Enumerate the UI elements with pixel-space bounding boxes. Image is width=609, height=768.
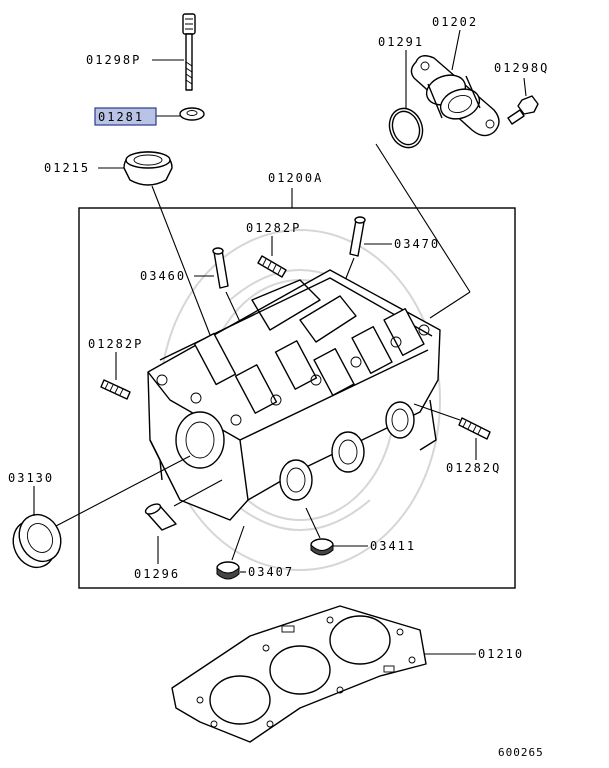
label-housing-gasket[interactable]: 01291 [378,35,424,49]
label-bolt-pin[interactable]: 01298P [86,53,141,67]
figure-code: 600265 [498,746,544,759]
label-housing-bolt[interactable]: 01298Q [494,61,549,75]
housing-part[interactable] [410,55,500,137]
plug-a-part[interactable] [310,538,334,556]
leader-oil-seal-to-head [55,455,191,527]
dowel-part[interactable] [144,502,177,531]
label-guide-left[interactable]: 03460 [140,269,186,283]
label-stud-top[interactable]: 01282P [246,221,301,235]
label-head-gasket[interactable]: 01210 [478,647,524,661]
washer-part[interactable] [179,107,205,121]
head-gasket-part[interactable] [171,605,427,743]
bolt-pin-part[interactable] [182,13,196,91]
assembly-frame [78,207,516,589]
label-housing[interactable]: 01202 [432,15,478,29]
seal-cap-part[interactable] [123,151,173,186]
leader-seal-cap-to-head [151,185,213,341]
plug-b-part[interactable] [216,561,240,580]
label-stud-left[interactable]: 01282P [88,337,143,351]
label-washer[interactable]: 01281 [98,110,144,124]
label-dowel[interactable]: 01296 [134,567,180,581]
label-head-assy[interactable]: 01200A [268,171,323,185]
stud-left-part[interactable] [100,379,131,400]
guide-right-part[interactable] [349,216,366,257]
label-seal-cap[interactable]: 01215 [44,161,90,175]
stud-right-part[interactable] [458,417,491,440]
label-stud-right[interactable]: 01282Q [446,461,501,475]
leader-plug-a-to-head [305,507,321,539]
cylinder-head-body[interactable] [147,269,441,521]
housing-bolt-part[interactable] [507,95,539,125]
stud-top-part[interactable] [257,255,287,278]
washer-label-highlight [94,107,157,126]
leader-stud-right-to-head [413,403,461,421]
oil-seal-part[interactable] [6,508,69,574]
leader-housing-to-head [375,143,471,319]
guide-left-part[interactable] [212,247,229,289]
housing-gasket-part[interactable] [384,104,428,153]
label-plug-b[interactable]: 03407 [248,565,294,579]
label-guide-right[interactable]: 03470 [394,237,440,251]
label-oil-seal[interactable]: 03130 [8,471,54,485]
leader-dowel-to-head [173,479,223,507]
leader-housing-bolt [523,77,527,97]
leader-plug-b-to-head [231,525,245,561]
label-plug-a[interactable]: 03411 [370,539,416,553]
leader-housing [451,29,461,71]
